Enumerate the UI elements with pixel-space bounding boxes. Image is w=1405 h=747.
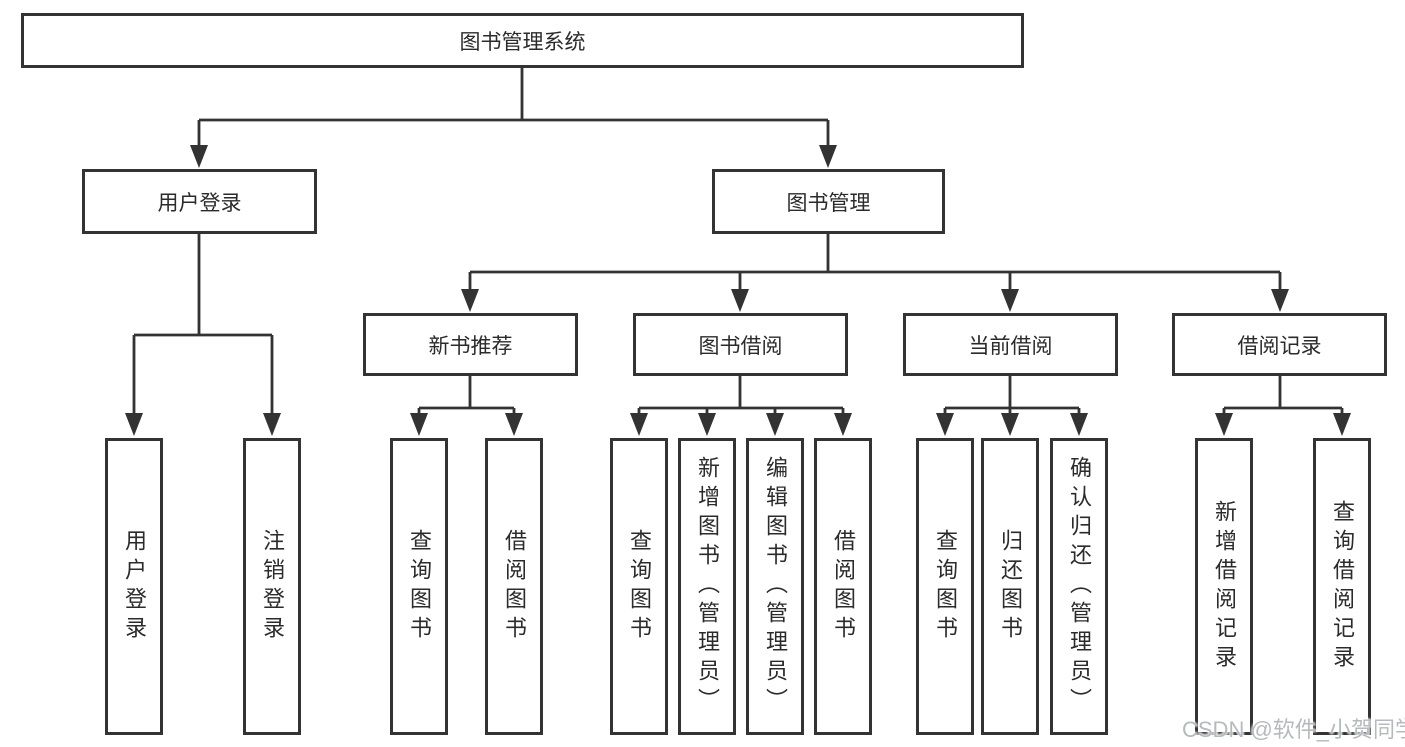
node-label: 用户登录: [122, 528, 147, 645]
leaf-add-borrow-record: 新增借阅记录: [1195, 438, 1253, 735]
leaf-search-books-current: 查询图书: [916, 438, 974, 735]
node-label: 查询借阅记录: [1330, 499, 1355, 674]
node-book-borrowing: 图书借阅: [633, 313, 848, 376]
node-label: 注销登录: [260, 528, 285, 645]
node-label: 图书管理: [786, 191, 871, 215]
node-label: 图书管理系统: [459, 30, 586, 54]
leaf-edit-book-admin: 编辑图书（管理员）: [746, 438, 804, 735]
node-label: 新增借阅记录: [1212, 499, 1237, 674]
leaf-return-books: 归还图书: [981, 438, 1039, 735]
leaf-user-login: 用户登录: [105, 438, 163, 735]
node-label: 借阅记录: [1237, 334, 1322, 358]
node-label: 借阅图书: [831, 528, 856, 645]
node-new-book-recommendation: 新书推荐: [363, 313, 578, 376]
node-current-borrowing: 当前借阅: [903, 313, 1118, 376]
node-label: 查询图书: [407, 528, 432, 645]
node-label: 图书借阅: [698, 334, 783, 358]
watermark-text: CSDN @软件_小贺同学: [1182, 717, 1405, 742]
node-label: 归还图书: [998, 528, 1023, 645]
leaf-confirm-return-admin: 确认归还（管理员）: [1050, 438, 1108, 735]
node-label: 新书推荐: [428, 334, 513, 358]
node-label: 查询图书: [627, 528, 652, 645]
node-label: 新增图书（管理员）: [695, 456, 720, 717]
node-label: 当前借阅: [968, 334, 1053, 358]
leaf-search-books-recommend: 查询图书: [390, 438, 448, 735]
leaf-borrow-books-borrowing: 借阅图书: [814, 438, 872, 735]
leaf-add-book-admin: 新增图书（管理员）: [678, 438, 736, 735]
node-label: 借阅图书: [502, 528, 527, 645]
node-label: 查询图书: [933, 528, 958, 645]
node-label: 编辑图书（管理员）: [763, 456, 788, 717]
node-book-management: 图书管理: [712, 169, 945, 234]
leaf-borrow-books-recommend: 借阅图书: [485, 438, 543, 735]
leaf-logout: 注销登录: [243, 438, 301, 735]
node-library-management-system: 图书管理系统: [21, 13, 1024, 68]
node-label: 用户登录: [157, 191, 242, 215]
leaf-search-books-borrowing: 查询图书: [610, 438, 668, 735]
node-label: 确认归还（管理员）: [1067, 456, 1092, 717]
node-borrowing-records: 借阅记录: [1172, 313, 1387, 376]
node-user-login: 用户登录: [82, 169, 317, 234]
leaf-search-borrow-record: 查询借阅记录: [1313, 438, 1371, 735]
